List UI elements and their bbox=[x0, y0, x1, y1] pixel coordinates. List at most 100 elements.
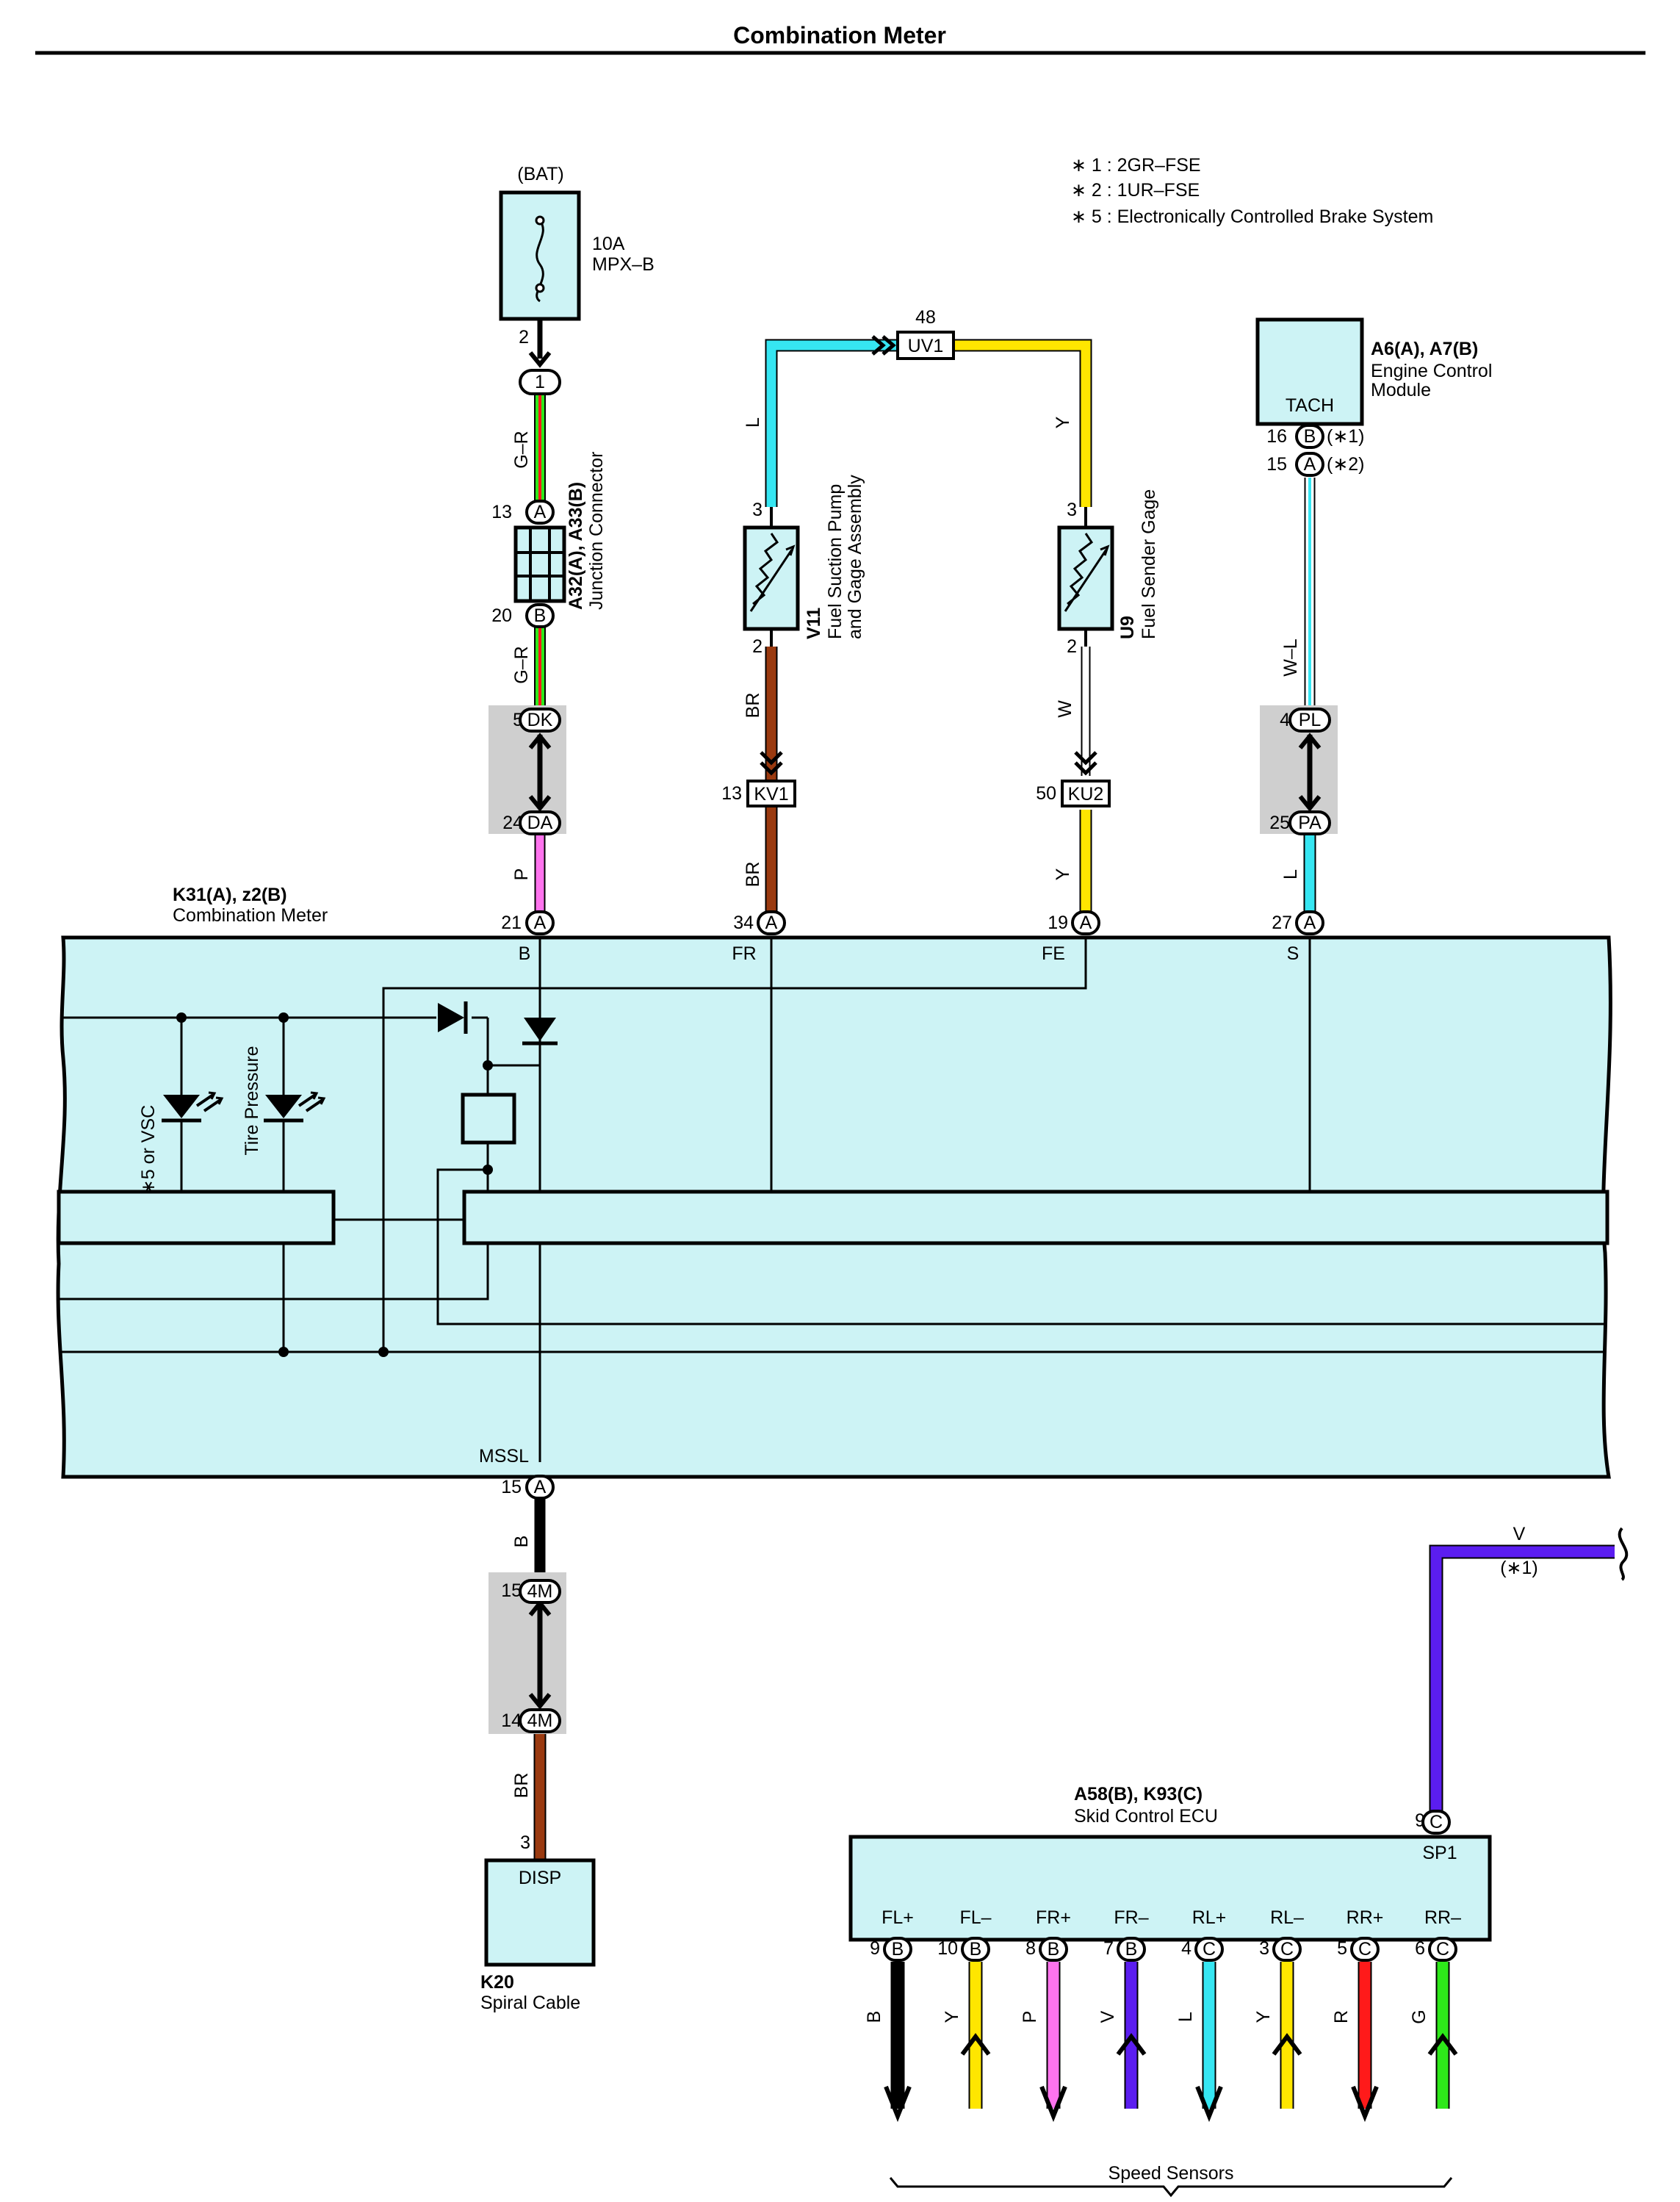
skid-pin-connector: B bbox=[1039, 1937, 1068, 1962]
connector-mssl-label: A bbox=[534, 1477, 547, 1497]
fuse-rating: 10A bbox=[592, 234, 625, 254]
skid-ecu-box bbox=[848, 1835, 1492, 1942]
fuse-name: MPX–B bbox=[592, 254, 655, 275]
meter-pin-fe: 19 bbox=[1048, 913, 1068, 933]
sensor-wire-label: V bbox=[1097, 2010, 1118, 2023]
fuel-pump-pin-bottom: 2 bbox=[752, 636, 763, 657]
sensor-wire-label: L bbox=[1175, 2012, 1196, 2022]
pin-ku2: 50 bbox=[1036, 783, 1056, 804]
connector-skid-sp1-label: C bbox=[1430, 1812, 1443, 1832]
skid-pin-number: 4 bbox=[1181, 1938, 1191, 1959]
connector-pl: PL bbox=[1288, 708, 1331, 733]
wire-label-l-top: L bbox=[743, 417, 763, 428]
wire-label-v: V bbox=[1513, 1524, 1526, 1544]
arrow-icon bbox=[1100, 544, 1110, 556]
fuse-terminal-icon bbox=[535, 283, 545, 293]
ecm-name-1: Engine Control bbox=[1371, 361, 1492, 381]
sensor-wire-label: Y bbox=[1253, 2010, 1274, 2023]
skid-terminal-name: RL+ bbox=[1192, 1907, 1227, 1928]
connector-ecm-a: A bbox=[1295, 452, 1324, 477]
arrow-down-icon bbox=[1195, 2085, 1223, 2123]
arrow-down-icon bbox=[528, 795, 552, 812]
arrow-down-icon bbox=[1039, 2085, 1067, 2123]
spiral-cable-box bbox=[484, 1858, 596, 1967]
fuel-pump-name-1: Fuel Suction Pump bbox=[825, 484, 846, 639]
connector-ku2: KU2 bbox=[1061, 780, 1111, 807]
ecm-pin-2: 15 bbox=[1266, 454, 1287, 475]
connector-meter-fr-label: A bbox=[765, 913, 778, 933]
ecm-name-2: Module bbox=[1371, 380, 1431, 400]
wire-label-l-right: L bbox=[1280, 869, 1301, 879]
skid-pin-number: 5 bbox=[1337, 1938, 1347, 1959]
spiral-id: K20 bbox=[480, 1972, 514, 1993]
connector-kv1-label: KV1 bbox=[754, 784, 788, 805]
notes: ∗ 1 : 2GR–FSE ∗ 2 : 1UR–FSE ∗ 5 : Electr… bbox=[1071, 155, 1433, 227]
connector-meter-s: A bbox=[1295, 910, 1324, 935]
spiral-name: Spiral Cable bbox=[480, 1993, 580, 2013]
connector-junction-b: B bbox=[525, 603, 555, 628]
skid-terminal-name: FL– bbox=[959, 1907, 991, 1928]
connector-ecm-b-label: B bbox=[1304, 426, 1316, 447]
connector-skid-sp1: C bbox=[1421, 1810, 1451, 1835]
skid-terminal-name: FR+ bbox=[1036, 1907, 1071, 1928]
junction-dots bbox=[176, 1012, 493, 1357]
wire-break-icon bbox=[1618, 1527, 1629, 1581]
connector-junction-a: A bbox=[525, 500, 555, 525]
wire-label-p: P bbox=[511, 868, 532, 881]
double-arrow-icon bbox=[1074, 751, 1097, 776]
skid-pin-number: 10 bbox=[937, 1938, 958, 1959]
skid-id: A58(B), K93(C) bbox=[1074, 1784, 1203, 1805]
junction-pin-top: 13 bbox=[491, 502, 512, 522]
fuel-pump-box bbox=[743, 525, 800, 631]
meter-subpanel-right bbox=[462, 1190, 1609, 1245]
skid-terminal-name: FL+ bbox=[882, 1907, 914, 1928]
sensor-wire-label: G bbox=[1409, 2009, 1430, 2023]
connector-mssl: A bbox=[525, 1475, 555, 1500]
connector-meter-b-label: A bbox=[534, 913, 547, 933]
connector-ecm-a-label: A bbox=[1304, 454, 1316, 475]
wire-label-br-top: BR bbox=[743, 693, 763, 719]
wire-y-top bbox=[953, 340, 1091, 507]
pin-pa: 25 bbox=[1269, 813, 1290, 833]
spiral-pin: 3 bbox=[520, 1832, 530, 1853]
connector-meter-fr: A bbox=[757, 910, 786, 935]
arrow-up-icon bbox=[960, 2033, 991, 2056]
skid-pin-number: 8 bbox=[1025, 1938, 1036, 1959]
wire-label-w: W bbox=[1055, 700, 1075, 718]
meter-pin-s: 27 bbox=[1272, 913, 1292, 933]
double-arrow-icon bbox=[871, 335, 896, 356]
junction-id: A32(A), A33(B) bbox=[566, 482, 586, 610]
meter-terminal-fr: FR bbox=[732, 943, 756, 964]
fuel-sender-pin-bottom: 2 bbox=[1067, 636, 1077, 657]
connector-uv1: UV1 bbox=[896, 331, 955, 360]
junction-connector-box bbox=[513, 525, 566, 603]
mssl-pin: 15 bbox=[501, 1477, 522, 1497]
pin-kv1: 13 bbox=[721, 783, 742, 804]
skid-sp1-terminal: SP1 bbox=[1422, 1843, 1457, 1863]
spiral-terminal: DISP bbox=[519, 1868, 561, 1888]
connector-kv1: KV1 bbox=[746, 780, 796, 807]
skid-pin-number: 9 bbox=[870, 1938, 880, 1959]
connector-uv1-label: UV1 bbox=[908, 336, 944, 356]
led-vsc-label: ∗5 or VSC bbox=[138, 1105, 159, 1195]
skid-pin-connector: C bbox=[1194, 1937, 1224, 1962]
arrow-down-icon bbox=[1298, 795, 1322, 812]
skid-terminal-name: FR– bbox=[1114, 1907, 1148, 1928]
fuse-terminal-icon bbox=[535, 215, 545, 226]
led-tire-pressure-icon bbox=[264, 1091, 326, 1123]
meter-pin-fr: 34 bbox=[733, 913, 754, 933]
skid-pin-connector: B bbox=[961, 1937, 990, 1962]
connector-4m-bottom-label: 4M bbox=[527, 1710, 553, 1731]
bat-label: (BAT) bbox=[517, 164, 563, 184]
meter-pin-b: 21 bbox=[501, 913, 522, 933]
connector-fuse-1: 1 bbox=[519, 369, 561, 395]
wire-label-v-note: (∗1) bbox=[1500, 1558, 1538, 1578]
connector-da: DA bbox=[519, 810, 561, 835]
arrow-up-icon bbox=[528, 733, 552, 749]
